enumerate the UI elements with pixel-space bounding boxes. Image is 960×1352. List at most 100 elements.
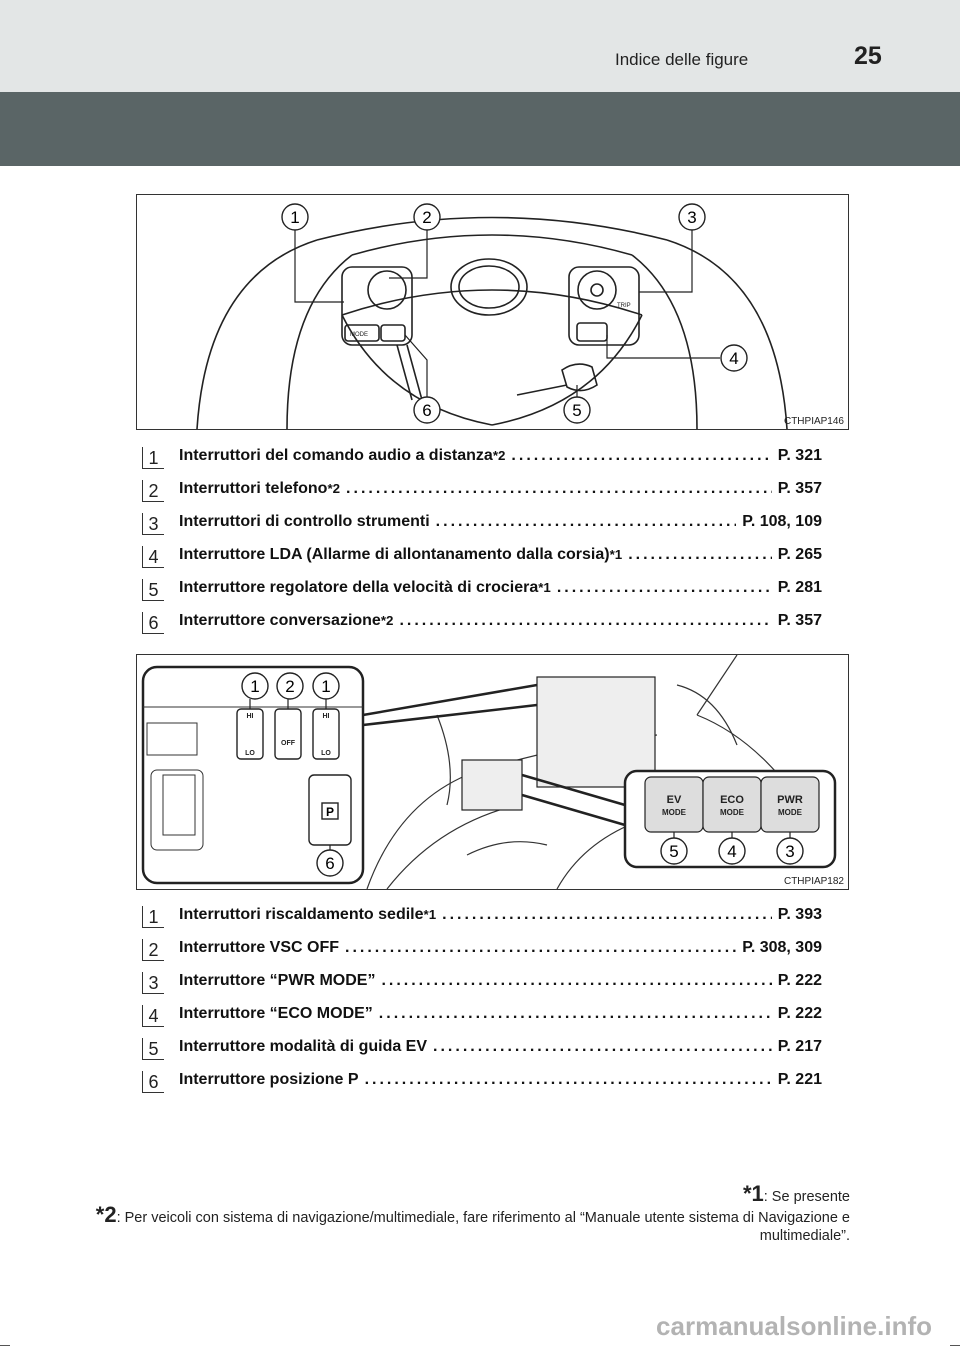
item-text: Interruttore regolatore della velocità d… bbox=[179, 579, 539, 596]
item-note: *1 bbox=[538, 580, 551, 595]
seat-hi-label-right: HI bbox=[323, 713, 330, 720]
p-switch-label: P bbox=[326, 805, 334, 819]
footnotes: *1: Se presente *2: Per veicoli con sist… bbox=[90, 1183, 850, 1245]
console-illustration: HI LO OFF HI LO P EV MODE ECO MODE PWR M… bbox=[141, 655, 837, 889]
item-text: Interruttori di controllo strumenti bbox=[179, 513, 430, 530]
page-number: 25 bbox=[854, 42, 882, 70]
ev-button-label: EV bbox=[667, 794, 682, 806]
item-number: 4 bbox=[142, 1005, 164, 1027]
list-item: 5 Interruttore modalità di guida EV.....… bbox=[142, 1036, 822, 1069]
callout-5: 5 bbox=[669, 842, 678, 861]
footnote-2-text: : Per veicoli con sistema di navigazione… bbox=[116, 1210, 850, 1244]
callout-2: 2 bbox=[422, 208, 431, 227]
list-item: 1 Interruttori riscaldamento sedile*1...… bbox=[142, 904, 822, 937]
callout-6: 6 bbox=[325, 854, 334, 873]
callout-3: 3 bbox=[687, 208, 696, 227]
list-item: 3 Interruttore “PWR MODE”...............… bbox=[142, 970, 822, 1003]
list-item: 4 Interruttore LDA (Allarme di allontana… bbox=[142, 544, 822, 577]
item-number: 4 bbox=[142, 546, 164, 568]
steering-wheel-illustration: MODE TRIP 1 2 3 4 6 5 bbox=[196, 203, 788, 429]
item-text: Interruttore conversazione bbox=[179, 612, 381, 629]
item-page: P. 221 bbox=[777, 1071, 822, 1088]
item-page: P. 222 bbox=[777, 1005, 822, 1022]
item-page: P. 222 bbox=[777, 972, 822, 989]
item-number: 6 bbox=[142, 1071, 164, 1093]
item-text: Interruttore modalità di guida EV bbox=[179, 1038, 428, 1055]
footnote-1-text: : Se presente bbox=[763, 1189, 850, 1205]
list-item: 2 Interruttori telefono*2...............… bbox=[142, 478, 822, 511]
list-item: 3 Interruttori di controllo strumenti...… bbox=[142, 511, 822, 544]
item-number: 3 bbox=[142, 513, 164, 535]
crop-mark bbox=[950, 1345, 960, 1346]
item-number: 2 bbox=[142, 480, 164, 502]
item-text: Interruttore posizione P bbox=[179, 1071, 359, 1088]
pwr-button-label: PWR bbox=[777, 794, 803, 806]
item-note: *2 bbox=[327, 481, 341, 496]
item-note: *2 bbox=[380, 613, 394, 628]
watermark: carmanualsonline.info bbox=[656, 1311, 932, 1341]
item-text: Interruttore VSC OFF bbox=[179, 939, 340, 956]
item-text: Interruttore “PWR MODE” bbox=[179, 972, 376, 989]
footnote-1: *1: Se presente bbox=[90, 1183, 850, 1206]
item-number: 1 bbox=[142, 906, 164, 928]
item-number: 3 bbox=[142, 972, 164, 994]
crop-mark bbox=[0, 1345, 10, 1346]
header-bar bbox=[0, 0, 960, 92]
pwr-button-mode-label: MODE bbox=[778, 808, 803, 817]
callout-3: 3 bbox=[785, 842, 794, 861]
callout-1: 1 bbox=[290, 208, 299, 227]
item-page: P. 321 bbox=[777, 447, 822, 464]
eco-button-label: ECO bbox=[720, 794, 744, 806]
item-page: P. 281 bbox=[777, 579, 822, 596]
item-page: P. 265 bbox=[777, 546, 822, 563]
eco-button-mode-label: MODE bbox=[720, 808, 745, 817]
list-item: 6 Interruttore posizione P..............… bbox=[142, 1069, 822, 1102]
item-number: 6 bbox=[142, 612, 164, 634]
ev-button-mode-label: MODE bbox=[662, 808, 687, 817]
item-note: *1 bbox=[609, 547, 623, 562]
item-page: P. 308, 309 bbox=[742, 939, 822, 956]
callout-5: 5 bbox=[572, 401, 581, 420]
seat-lo-label-left: LO bbox=[245, 750, 255, 757]
footnote-2: *2: Per veicoli con sistema di navigazio… bbox=[90, 1204, 850, 1245]
list-item: 1 Interruttori del comando audio a dista… bbox=[142, 445, 822, 478]
console-figure: HI LO OFF HI LO P EV MODE ECO MODE PWR M… bbox=[136, 654, 849, 890]
steering-wheel-figure: MODE TRIP 1 2 3 4 6 5 CTHPIAP146 bbox=[136, 194, 849, 430]
list-item: 2 Interruttore VSC OFF..................… bbox=[142, 937, 822, 970]
item-page: P. 108, 109 bbox=[742, 513, 822, 530]
item-page: P. 217 bbox=[777, 1038, 822, 1055]
vsc-off-label: OFF bbox=[281, 740, 296, 747]
index-list-console: 1 Interruttori riscaldamento sedile*1...… bbox=[142, 904, 822, 1102]
seat-hi-label-left: HI bbox=[247, 713, 254, 720]
item-number: 5 bbox=[142, 1038, 164, 1060]
list-item: 6 Interruttore conversazione*2..........… bbox=[142, 610, 822, 643]
index-list-steering: 1 Interruttori del comando audio a dista… bbox=[142, 445, 822, 643]
footnote-2-mark: *2 bbox=[95, 1202, 117, 1227]
callout-4: 4 bbox=[729, 349, 738, 368]
mode-switch-label: MODE bbox=[350, 332, 368, 338]
item-text: Interruttori riscaldamento sedile bbox=[179, 906, 424, 923]
callout-1: 1 bbox=[250, 677, 259, 696]
item-page: P. 393 bbox=[777, 906, 822, 923]
figure-code: CTHPIAP182 bbox=[783, 876, 844, 887]
item-text: Interruttori telefono bbox=[179, 480, 328, 497]
list-item: 5 Interruttore regolatore della velocità… bbox=[142, 577, 822, 610]
item-number: 5 bbox=[142, 579, 164, 601]
item-number: 2 bbox=[142, 939, 164, 961]
item-text: Interruttore “ECO MODE” bbox=[179, 1005, 373, 1022]
trip-switch-label: TRIP bbox=[617, 303, 631, 309]
item-text: Interruttori del comando audio a distanz… bbox=[179, 447, 493, 464]
item-note: *1 bbox=[423, 907, 437, 922]
figure-code: CTHPIAP146 bbox=[783, 416, 844, 427]
callout-1: 1 bbox=[321, 677, 330, 696]
item-page: P. 357 bbox=[777, 480, 822, 497]
page-title: Indice delle figure bbox=[615, 50, 749, 69]
callout-2: 2 bbox=[285, 677, 294, 696]
item-number: 1 bbox=[142, 447, 164, 469]
callout-4: 4 bbox=[727, 842, 736, 861]
item-text: Interruttore LDA (Allarme di allontaname… bbox=[179, 546, 610, 563]
list-item: 4 Interruttore “ECO MODE”...............… bbox=[142, 1003, 822, 1036]
footnote-1-mark: *1 bbox=[742, 1181, 764, 1206]
item-note: *2 bbox=[492, 448, 506, 463]
section-band bbox=[0, 92, 960, 166]
